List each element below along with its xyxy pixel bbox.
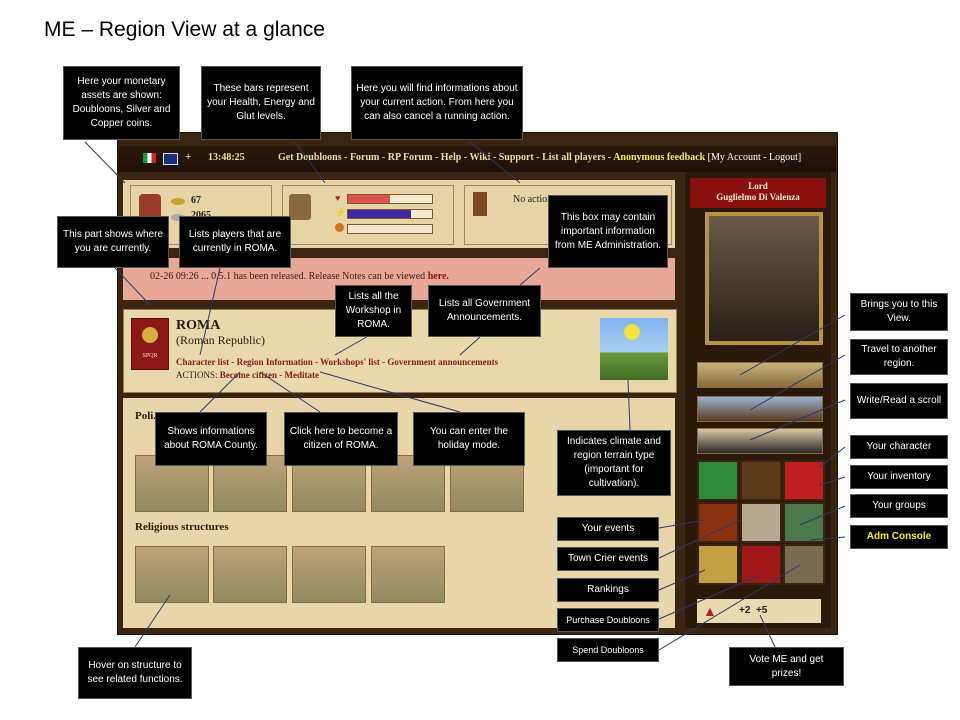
region-view-button[interactable]: [697, 362, 823, 388]
bars-icon: [289, 194, 311, 220]
region-actions: ACTIONS: Become citizen - Meditate: [176, 370, 319, 380]
silver-count: 2065: [191, 210, 211, 218]
callout-action: Here you will find informations about yo…: [351, 66, 523, 140]
account-links[interactable]: [My Account - Logout]: [705, 152, 802, 163]
adm-console-button[interactable]: [783, 502, 825, 543]
callout-hover: Hover on structure to see related functi…: [78, 647, 192, 699]
character-portrait[interactable]: [705, 212, 823, 345]
callout-rankings: Rankings: [557, 578, 659, 602]
character-button[interactable]: [697, 460, 739, 501]
news-text: 02-26 09:26 ... 0.5.1 has been released.…: [150, 271, 449, 282]
climate-image: [600, 318, 668, 380]
news-message: 02-26 09:26 ... 0.5.1 has been released.…: [150, 271, 428, 282]
callout-climate: Indicates climate and region terrain typ…: [557, 430, 671, 496]
eagle-icon: [142, 327, 158, 343]
energy-bar-fill: [348, 210, 411, 218]
arrow-icon: ▲: [703, 603, 717, 619]
callout-groups: Your groups: [850, 494, 948, 518]
callout-holiday: You can enter the holiday mode.: [413, 412, 525, 466]
nav-links-text[interactable]: Get Doubloons - Forum - RP Forum - Help …: [278, 152, 614, 163]
emblem-label: SPQR: [142, 353, 158, 359]
glut-bar: [347, 224, 433, 234]
callout-spend: Spend Doubloons: [557, 638, 659, 662]
heart-icon: ♥: [335, 193, 341, 203]
religious-structures-title: Religious structures: [135, 521, 229, 533]
structure-tile[interactable]: [292, 546, 366, 603]
action-text: No action: [513, 194, 553, 205]
title-rank: Lord: [748, 181, 768, 191]
nav-links[interactable]: Get Doubloons - Forum - RP Forum - Help …: [278, 152, 801, 163]
inventory-button[interactable]: [740, 460, 782, 501]
bars-box: ♥ ⚡: [282, 185, 454, 245]
callout-citizen: Click here to become a citizen of ROMA.: [284, 412, 398, 466]
political-structures-title: Poli...: [135, 410, 162, 422]
callout-admin-box: This box may contain important informati…: [548, 195, 668, 268]
callout-vote: Vote ME and get prizes!: [729, 647, 844, 686]
purchase-doubloons-button[interactable]: [740, 544, 782, 585]
money-bag-icon: [139, 194, 161, 220]
uk-flag-icon[interactable]: [163, 153, 178, 165]
slide-title: ME – Region View at a glance: [44, 18, 325, 41]
glut-icon: [335, 223, 344, 232]
hourglass-icon: [473, 192, 487, 216]
doubloon-icon: [171, 198, 185, 205]
health-bar: [347, 194, 433, 204]
callout-view: Brings you to this View.: [850, 293, 948, 331]
groups-button[interactable]: [783, 460, 825, 501]
doubloon-count: 67: [191, 195, 201, 206]
callout-county: Shows informations about ROMA County.: [155, 412, 267, 466]
region-emblem: SPQR: [131, 318, 169, 370]
callout-where: This part shows where you are currently.: [57, 216, 169, 268]
actions-links[interactable]: Become citizen - Meditate: [219, 370, 319, 380]
events-button[interactable]: [697, 502, 739, 543]
health-bar-fill: [348, 195, 390, 203]
rankings-button[interactable]: [697, 544, 739, 585]
italian-flag-icon[interactable]: [143, 153, 156, 163]
server-clock: 13:48:25: [208, 152, 245, 163]
energy-bar: [347, 209, 433, 219]
region-subtitle: (Roman Republic): [176, 333, 265, 347]
structure-tile[interactable]: [213, 546, 287, 603]
structure-tile[interactable]: [371, 546, 445, 603]
callout-travel: Travel to another region.: [850, 339, 948, 375]
callout-players: Lists players that are currently in ROMA…: [179, 216, 291, 268]
callout-town-crier: Town Crier events: [557, 547, 659, 571]
add-icon[interactable]: +: [185, 151, 192, 163]
sun-icon: [624, 324, 640, 340]
town-crier-button[interactable]: [740, 502, 782, 543]
callout-scroll: Write/Read a scroll: [850, 383, 948, 419]
top-nav-bar: [117, 146, 836, 172]
callout-monetary: Here your monetary assets are shown: Dou…: [63, 66, 180, 140]
callout-workshops: Lists all the Workshop in ROMA.: [335, 285, 412, 337]
vote-bonus: +2 +5: [739, 605, 768, 616]
callout-adm-console: Adm Console: [850, 525, 948, 549]
actions-label: ACTIONS:: [176, 370, 220, 380]
callout-gov: Lists all Government Announcements.: [428, 285, 541, 337]
energy-icon: ⚡: [335, 207, 347, 217]
vote-area[interactable]: ▲ +2 +5: [697, 599, 821, 623]
title-name: Guglielmo Di Valenza: [716, 192, 800, 202]
spend-doubloons-button[interactable]: [783, 544, 825, 585]
region-links[interactable]: Character list - Region Information - Wo…: [176, 357, 499, 367]
callout-bars: These bars represent your Health, Energy…: [201, 66, 321, 140]
silver-icon: [171, 214, 185, 221]
scroll-button[interactable]: [697, 428, 823, 454]
region-name: ROMA: [176, 318, 221, 333]
callout-purchase: Purchase Doubloons: [557, 608, 659, 632]
callout-inventory: Your inventory: [850, 465, 948, 489]
feedback-link[interactable]: Anonymous feedback: [613, 152, 706, 163]
release-notes-link[interactable]: here.: [427, 271, 449, 282]
callout-events: Your events: [557, 517, 659, 541]
callout-character: Your character: [850, 435, 948, 459]
structure-tile[interactable]: [135, 546, 209, 603]
